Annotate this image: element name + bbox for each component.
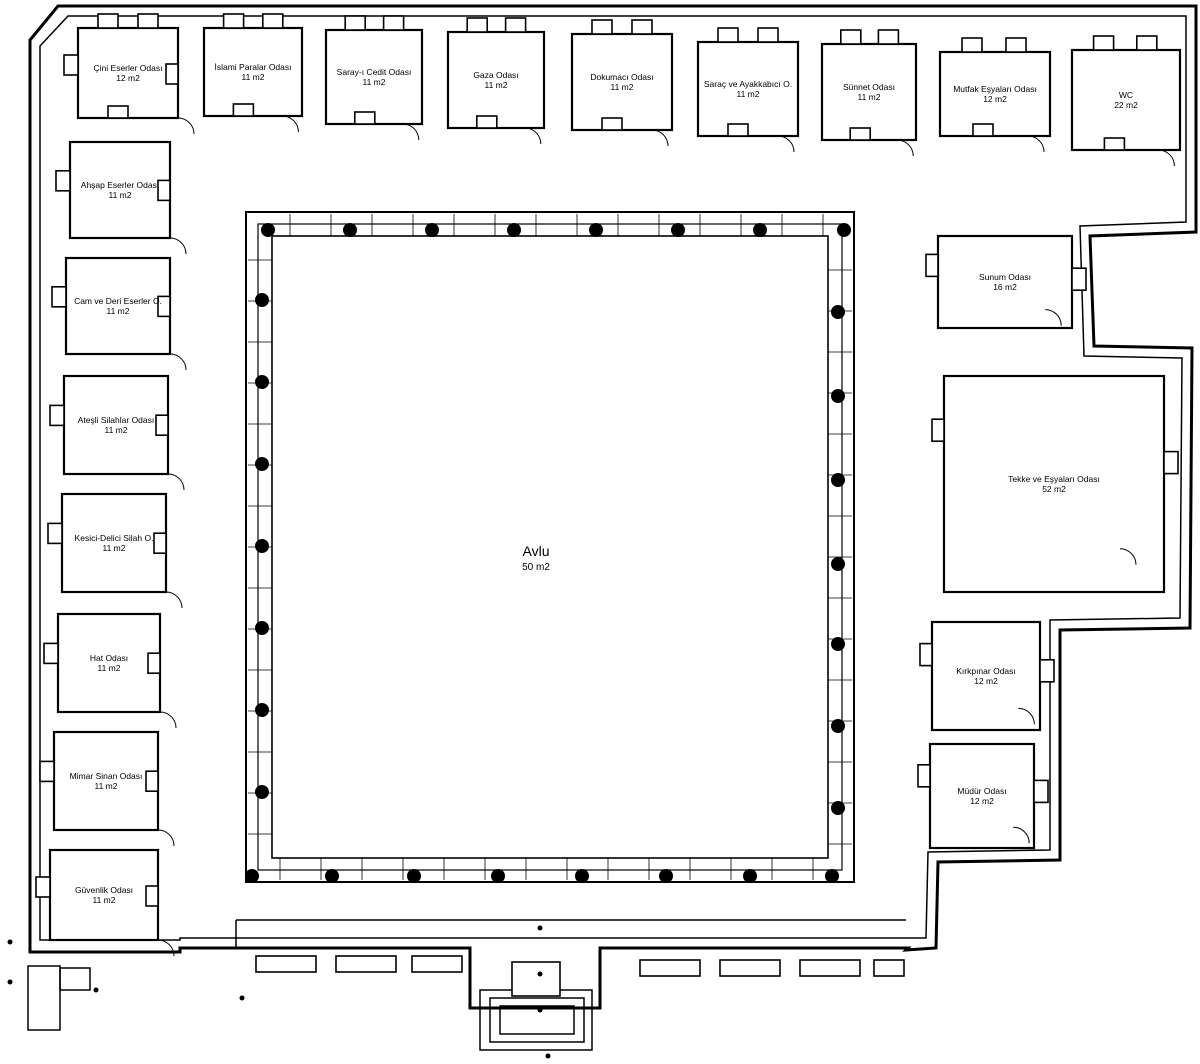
column	[837, 223, 851, 237]
column	[671, 223, 685, 237]
room-name: Kırkpınar Odası	[956, 666, 1016, 676]
room-area: 12 m2	[970, 796, 994, 806]
column	[255, 703, 269, 717]
room-name: Tekke ve Eşyaları Odası	[1008, 474, 1100, 484]
column	[425, 223, 439, 237]
room-area: 11 m2	[242, 72, 265, 82]
courtyard-area: 50 m2	[522, 562, 550, 573]
room-area: 11 m2	[737, 89, 760, 99]
room-area: 12 m2	[116, 73, 140, 83]
level-markers	[7, 925, 551, 1059]
room-area: 22 m2	[1114, 100, 1138, 110]
room-name: Kesici-Delici Silah O.	[75, 533, 154, 543]
room-area: 12 m2	[983, 94, 1007, 104]
room-area: 11 m2	[858, 92, 881, 102]
room-area: 16 m2	[993, 282, 1017, 292]
room-name: Güvenlik Odası	[75, 885, 133, 895]
front-windows	[255, 955, 905, 997]
room-area: 11 m2	[95, 781, 118, 791]
column	[491, 869, 505, 883]
column	[831, 719, 845, 733]
room-name: Dokumacı Odası	[590, 72, 653, 82]
room-name: Cam ve Deri Eserler O.	[74, 296, 162, 306]
column	[825, 869, 839, 883]
column	[589, 223, 603, 237]
column	[659, 869, 673, 883]
column	[343, 223, 357, 237]
column	[245, 869, 259, 883]
column	[255, 785, 269, 799]
room-name: Hat Odası	[90, 653, 128, 663]
column	[831, 473, 845, 487]
column	[831, 389, 845, 403]
room-name: WC	[1119, 90, 1133, 100]
room-area: 11 m2	[485, 80, 508, 90]
room-name: Gaza Odası	[473, 70, 518, 80]
room-name: Sunum Odası	[979, 272, 1031, 282]
room-name: Mutfak Eşyaları Odası	[953, 84, 1037, 94]
courtyard-name: Avlu	[523, 543, 550, 559]
column	[575, 869, 589, 883]
room-area: 11 m2	[93, 895, 116, 905]
column	[255, 539, 269, 553]
column	[743, 869, 757, 883]
room-area: 11 m2	[363, 77, 386, 87]
column	[753, 223, 767, 237]
column	[325, 869, 339, 883]
room-area: 11 m2	[103, 543, 126, 553]
column	[255, 293, 269, 307]
column	[407, 869, 421, 883]
room-area: 52 m2	[1042, 484, 1066, 494]
room-area: 11 m2	[611, 82, 634, 92]
courtyard-arcade	[245, 211, 855, 883]
room-name: Saray-ı Cedit Odası	[337, 67, 412, 77]
room-sarac: Saraç ve Ayakkabıcı O.11 m2	[696, 27, 800, 153]
column	[255, 621, 269, 635]
column	[831, 637, 845, 651]
column	[831, 305, 845, 319]
column	[255, 457, 269, 471]
room-area: 11 m2	[109, 190, 132, 200]
room-name: Çini Eserler Odası	[94, 63, 163, 73]
column	[255, 375, 269, 389]
room-area: 11 m2	[107, 306, 130, 316]
room-name: Ahşap Eserler Odası	[81, 180, 159, 190]
room-name: Sünnet Odası	[843, 82, 895, 92]
column	[831, 801, 845, 815]
room-cam: Cam ve Deri Eserler O.11 m2	[51, 256, 187, 371]
room-name: Müdür Odası	[957, 786, 1006, 796]
room-name: Mimar Sinan Odası	[70, 771, 143, 781]
room-kesici: Kesici-Delici Silah O.11 m2	[47, 492, 183, 609]
column	[831, 557, 845, 571]
room-area: 12 m2	[974, 676, 998, 686]
room-name: Ateşli Silahlar Odası	[78, 415, 155, 425]
room-name: Saraç ve Ayakkabıcı O.	[704, 79, 792, 89]
room-area: 11 m2	[105, 425, 128, 435]
column	[261, 223, 275, 237]
room-area: 11 m2	[98, 663, 121, 673]
column	[507, 223, 521, 237]
room-name: İslami Paralar Odası	[215, 62, 292, 72]
